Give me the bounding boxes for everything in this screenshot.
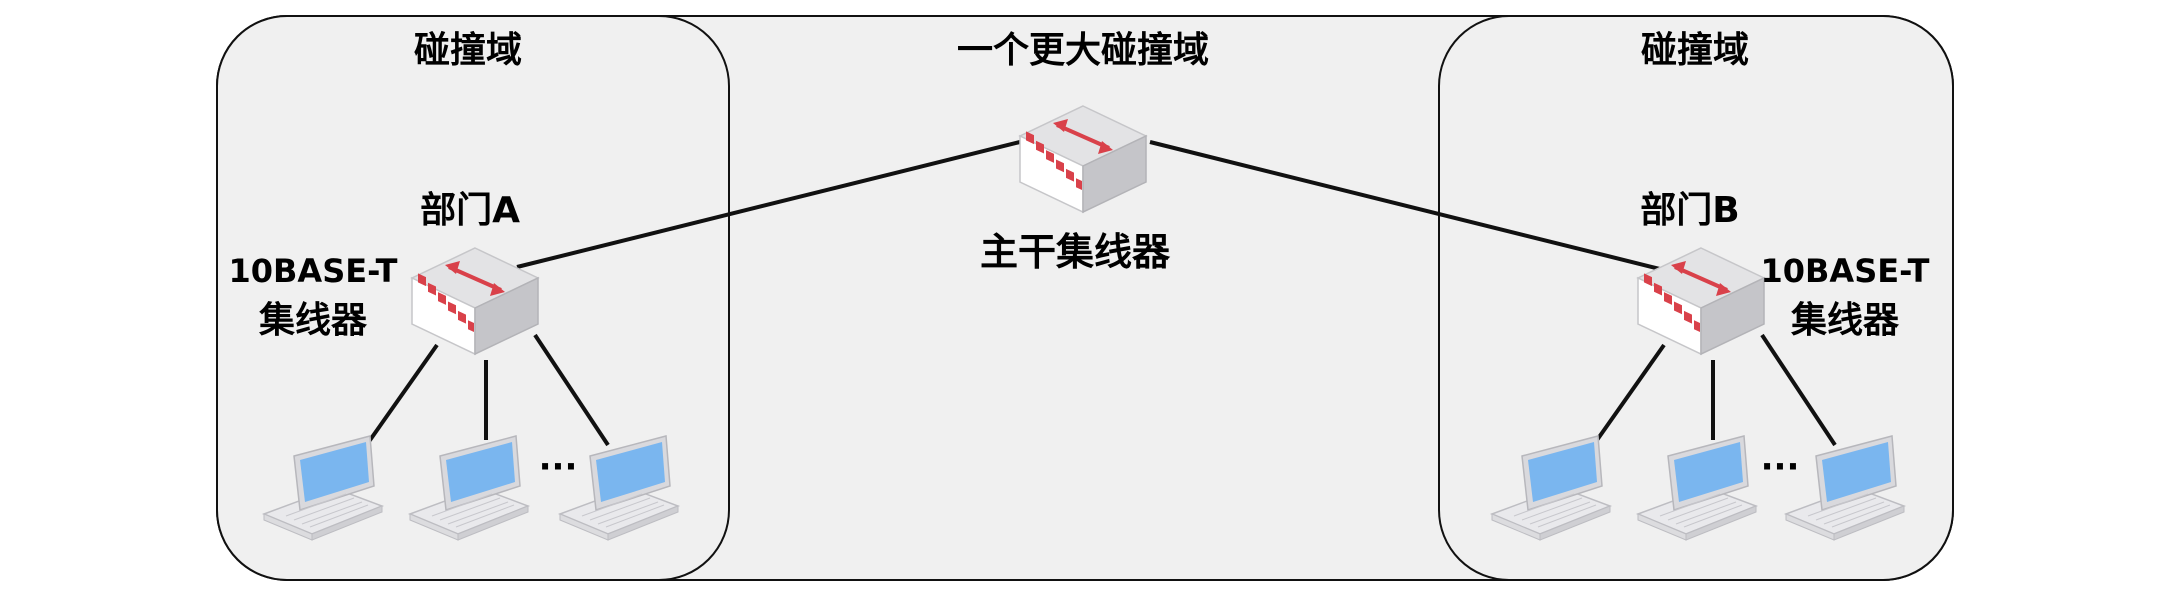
- dept-a-label: 部门A: [420, 190, 520, 231]
- backbone-hub-label: 主干集线器: [980, 230, 1171, 274]
- big-domain-title: 一个更大碰撞域: [957, 30, 1209, 71]
- link-backbone-to-hub-a: [516, 140, 1021, 269]
- link-hub-a-laptop-1: [361, 343, 439, 452]
- link-hub-b-laptop-3: [1760, 333, 1837, 447]
- dept-b-label: 部门B: [1640, 190, 1739, 231]
- right-hub-name-label: 集线器: [1790, 300, 1900, 341]
- link-backbone-to-hub-b: [1149, 140, 1669, 273]
- left-hub-name-label: 集线器: [258, 300, 368, 341]
- links: [361, 140, 1837, 452]
- link-hub-a-laptop-3: [533, 333, 610, 447]
- left-domain-title: 碰撞域: [414, 30, 522, 71]
- link-hub-b-laptop-1: [1588, 343, 1666, 452]
- right-ellipsis: ···: [1761, 447, 1800, 487]
- left-ellipsis: ···: [539, 447, 578, 487]
- right-domain-title: 碰撞域: [1641, 30, 1749, 71]
- right-hub-type-label: 10BASE-T: [1761, 252, 1930, 290]
- left-hub-type-label: 10BASE-T: [229, 252, 398, 290]
